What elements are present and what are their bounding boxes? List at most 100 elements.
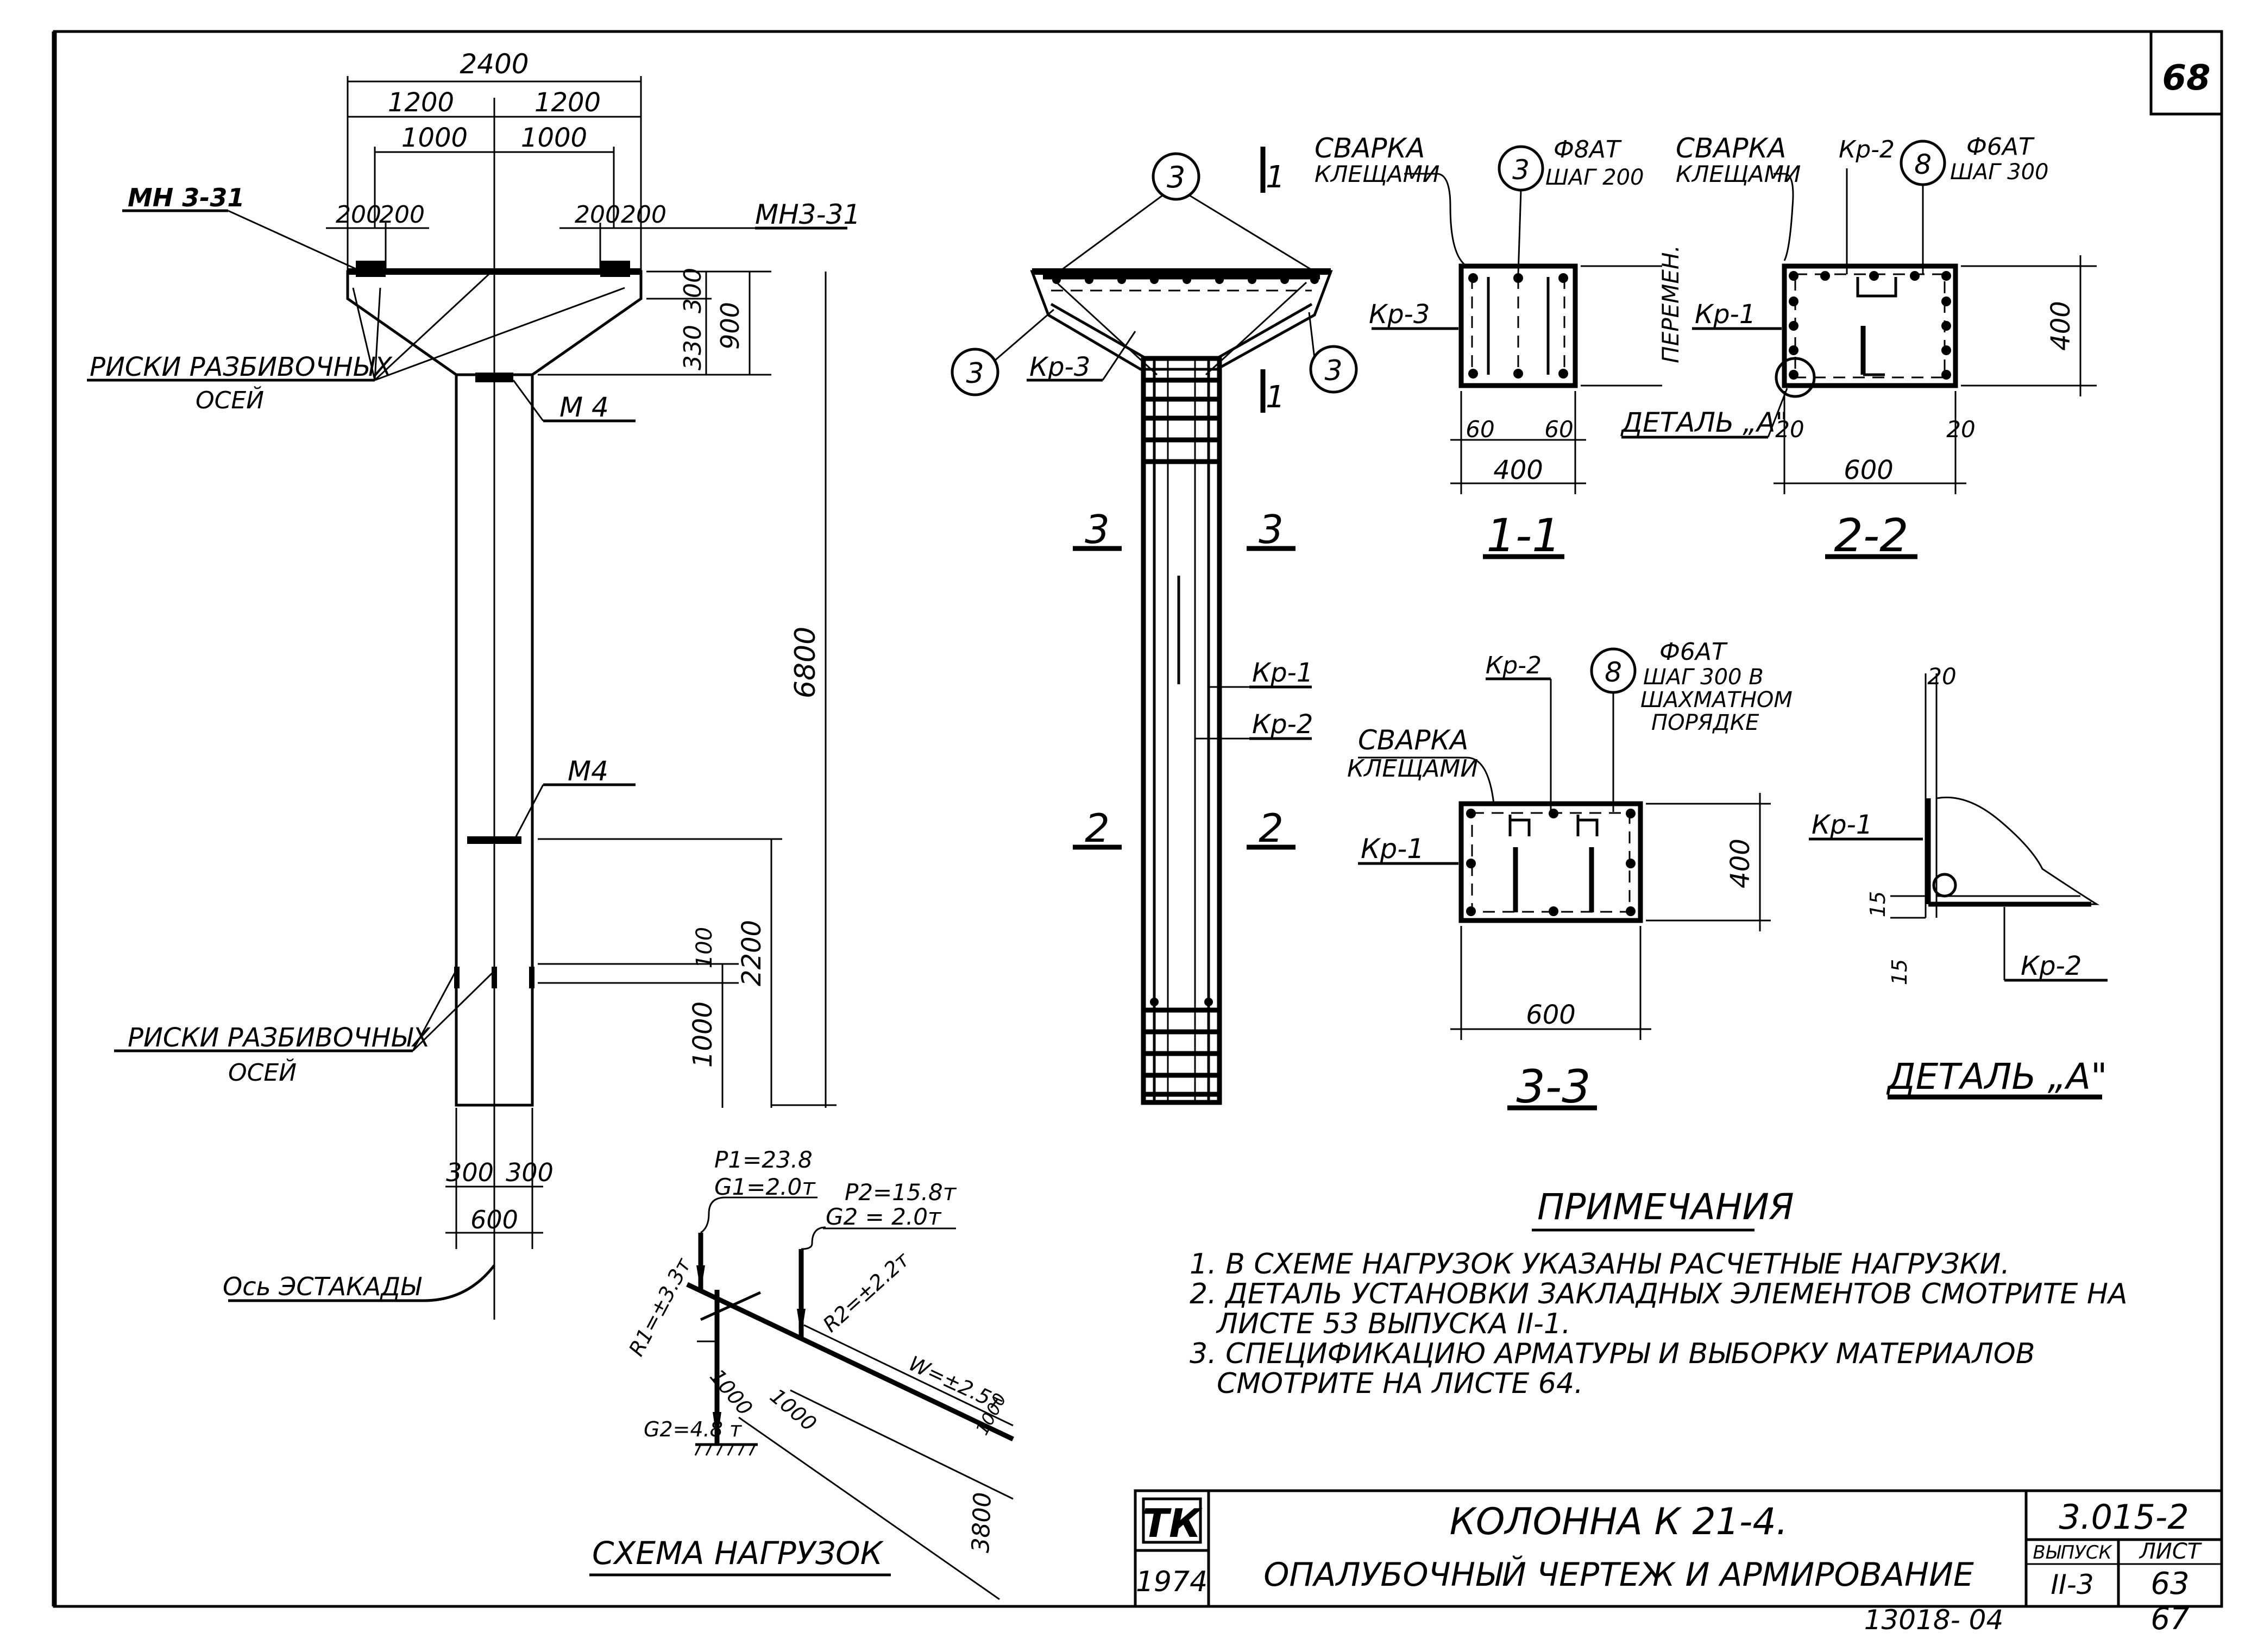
drawing-title: КОЛОННА К 21-4. [1450,1500,1788,1543]
svg-text:1: 1 [1266,380,1285,415]
svg-text:15: 15 [1866,891,1890,917]
svg-text:200: 200 [575,201,620,229]
svg-text:8: 8 [1914,149,1932,180]
svg-text:3: 3 [966,357,984,390]
note-3: 3. СПЕЦИФИКАЦИЮ АРМАТУРЫ И ВЫБОРКУ МАТЕР… [1190,1338,2035,1370]
detail-a-labels: 20 Кр-1 15 15 Кр-2 ДЕТАЛЬ „А" [1812,663,2107,1098]
svg-text:G2 = 2.0т: G2 = 2.0т [826,1203,942,1230]
svg-text:3: 3 [1512,154,1530,186]
section-3-3-labels: Кр-2 8 Ф6АТ ШАГ 300 В ШАХМАТНОМ ПОРЯДКЕ … [1347,638,1793,1113]
svg-text:1000: 1000 [688,1001,718,1068]
svg-text:330: 330 [679,325,707,370]
svg-text:400: 400 [1493,455,1543,485]
svg-text:2: 2 [1259,805,1284,851]
svg-text:СХЕМА НАГРУЗОК: СХЕМА НАГРУЗОК [592,1535,884,1572]
svg-text:P1=23.8: P1=23.8 [714,1146,813,1173]
logo: ТК [1142,1500,1203,1546]
svg-text:G1=2.0т: G1=2.0т [714,1174,816,1200]
column-elevation [87,76,847,1320]
svg-text:3-3: 3-3 [1516,1060,1590,1113]
svg-text:200: 200 [379,201,425,229]
svg-text:600: 600 [470,1205,518,1234]
svg-text:3: 3 [1259,507,1284,552]
svg-text:МН 3-31: МН 3-31 [128,183,244,212]
svg-text:КЛЕЩАМИ: КЛЕЩАМИ [1315,161,1439,187]
svg-text:Кр-1: Кр-1 [1695,299,1756,330]
svg-text:1: 1 [1266,160,1285,195]
svg-text:R2=±2.2т: R2=±2.2т [819,1247,915,1337]
svg-text:СВАРКА: СВАРКА [1676,133,1786,164]
svg-text:ШАХМАТНОМ: ШАХМАТНОМ [1640,688,1793,712]
svg-text:ШАГ 300 В: ШАГ 300 В [1643,665,1764,690]
svg-text:Кр-2: Кр-2 [1839,136,1895,163]
sheet-number: 63 [2150,1566,2189,1601]
corner-box [2149,31,2222,116]
svg-text:2-2: 2-2 [1834,509,1908,562]
notes: ПРИМЕЧАНИЯ 1. В СХЕМЕ НАГРУЗОК УКАЗАНЫ Р… [1190,1186,2128,1400]
svg-text:600: 600 [1526,1000,1576,1030]
svg-text:20: 20 [1775,416,1804,443]
svg-text:ПЕРЕМЕН.: ПЕРЕМЕН. [1657,245,1684,363]
svg-text:1200: 1200 [534,87,601,118]
footer-code: 13018- 04 [1864,1604,2004,1636]
svg-text:2400: 2400 [460,48,529,80]
svg-text:G2=4.8 т: G2=4.8 т [644,1417,743,1441]
svg-text:СВАРКА: СВАРКА [1358,724,1468,756]
svg-text:900: 900 [715,302,745,350]
svg-text:6800: 6800 [789,627,822,698]
svg-text:20: 20 [1946,416,1975,443]
note-2b: ЛИСТЕ 53 ВЫПУСКА II-1. [1216,1308,1571,1340]
note-2: 2. ДЕТАЛЬ УСТАНОВКИ ЗАКЛАДНЫХ ЭЛЕМЕНТОВ … [1190,1278,2128,1310]
note-1: 1. В СХЕМЕ НАГРУЗОК УКАЗАНЫ РАСЧЕТНЫЕ НА… [1190,1248,2010,1281]
svg-text:СВАРКА: СВАРКА [1315,133,1425,164]
detail-a [1809,673,2108,1100]
year: 1974 [1136,1566,1208,1598]
svg-text:15: 15 [1888,959,1911,985]
svg-text:КЛЕЩАМИ: КЛЕЩАМИ [1676,161,1801,187]
elevation-labels: 2400 1200 1200 1000 1000 200 200 200 200… [90,48,860,1301]
svg-text:3: 3 [1085,507,1110,552]
load-scheme-labels: P1=23.8 G1=2.0т P2=15.8т G2 = 2.0т R1=±3… [589,1146,1010,1577]
svg-text:3: 3 [1324,355,1342,387]
svg-text:Кр-1: Кр-1 [1361,833,1424,865]
corner-mark: 68 [2162,58,2210,98]
svg-text:8: 8 [1605,657,1622,688]
svg-text:Кр-1: Кр-1 [1252,658,1313,688]
svg-text:1-1: 1-1 [1486,509,1561,562]
svg-text:ШАГ 300: ШАГ 300 [1950,160,2048,185]
svg-text:400: 400 [2046,301,2076,351]
svg-text:Кр-3: Кр-3 [1029,352,1090,382]
section-1-1 [1372,145,1662,559]
svg-text:ДЕТАЛЬ „А": ДЕТАЛЬ „А" [1886,1056,2107,1098]
svg-text:МН3-31: МН3-31 [755,199,860,230]
svg-text:20: 20 [1927,663,1956,690]
svg-text:300: 300 [679,268,707,313]
svg-text:60: 60 [1544,416,1573,443]
svg-text:Кр-2: Кр-2 [1486,652,1542,679]
svg-text:ОСЕЙ: ОСЕЙ [196,386,264,414]
svg-text:М 4: М 4 [559,392,609,423]
notes-title: ПРИМЕЧАНИЯ [1537,1186,1794,1228]
footer-page: 67 [2150,1601,2190,1637]
svg-text:2200: 2200 [737,920,767,986]
svg-text:Кр-2: Кр-2 [1252,709,1313,740]
svg-text:600: 600 [1844,455,1894,485]
svg-text:300: 300 [506,1158,554,1187]
drawing-subtitle: ОПАЛУБОЧНЫЙ ЧЕРТЕЖ И АРМИРОВАНИЕ [1263,1555,1974,1594]
svg-text:P2=15.8т: P2=15.8т [845,1179,957,1206]
svg-text:3800: 3800 [967,1492,997,1554]
svg-text:300: 300 [446,1158,494,1187]
issue-number: II-3 [2051,1569,2093,1600]
svg-text:200: 200 [621,201,666,229]
series-code: 3.015-2 [2059,1497,2189,1537]
svg-text:400: 400 [1725,838,1756,888]
section-2-2-labels: СВАРКА КЛЕЩАМИ Кр-2 8 Ф6АТ ШАГ 300 Кр-1 … [1620,133,2076,562]
svg-text:ДЕТАЛЬ „А": ДЕТАЛЬ „А" [1620,407,1788,438]
svg-text:РИСКИ РАЗБИВОЧНЫХ: РИСКИ РАЗБИВОЧНЫХ [128,1023,431,1053]
svg-text:Ф6АТ: Ф6АТ [1966,133,2035,161]
svg-text:М4: М4 [568,755,608,787]
load-scheme [686,1196,1014,1600]
svg-text:200: 200 [336,201,381,229]
svg-text:1000: 1000 [401,123,468,153]
